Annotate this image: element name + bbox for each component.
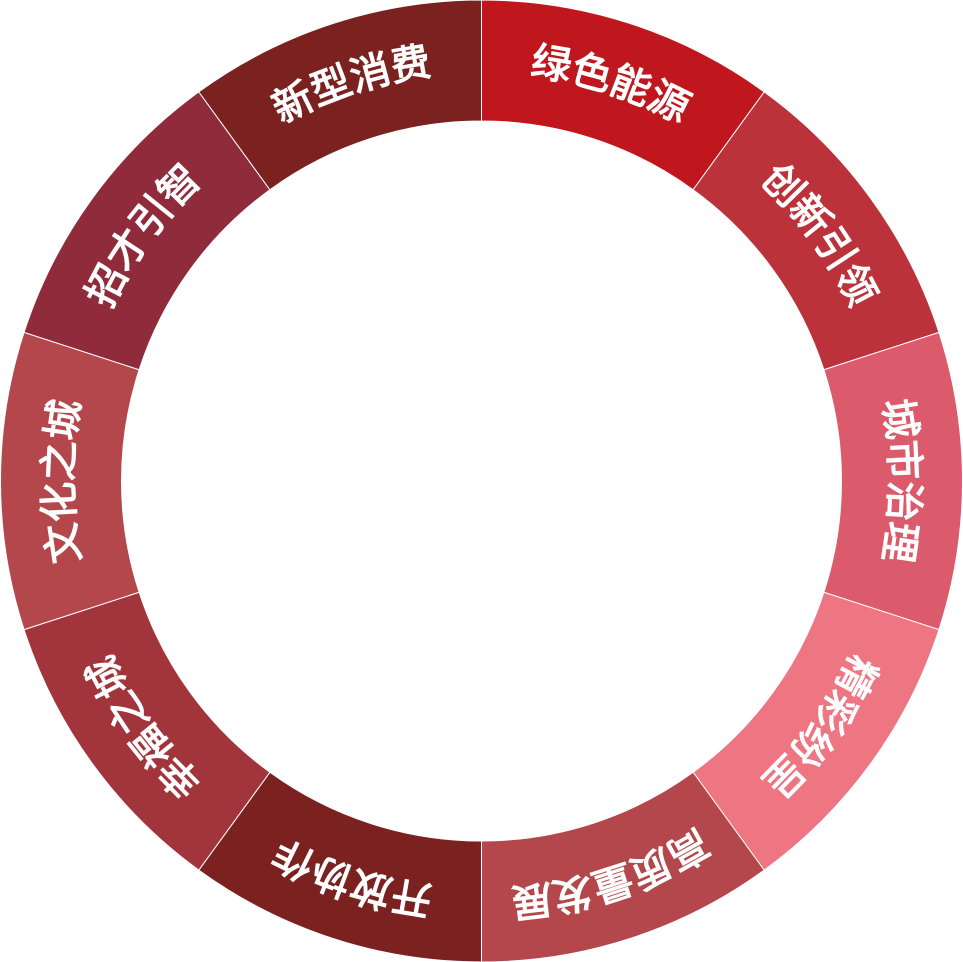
wheel-center — [121, 121, 842, 841]
